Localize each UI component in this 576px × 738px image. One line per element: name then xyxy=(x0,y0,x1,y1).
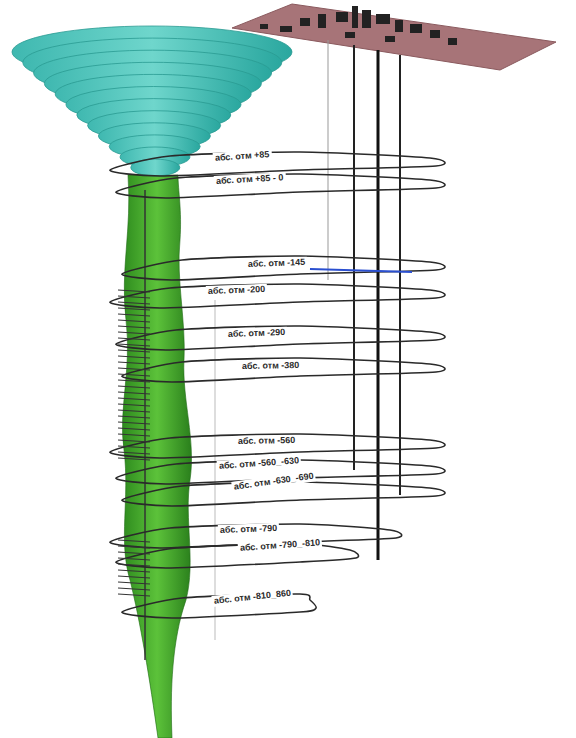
ramp-segment xyxy=(118,570,150,572)
level-drift-blue xyxy=(310,269,412,272)
ramp-segment xyxy=(118,398,150,400)
ramp-segment xyxy=(118,308,150,310)
ramp-segment xyxy=(118,458,150,460)
level-drift xyxy=(110,434,445,458)
level-drift xyxy=(122,358,445,382)
level-label: абс. отм -290 xyxy=(226,327,288,340)
ramp-segment xyxy=(118,404,150,406)
ramp-segment xyxy=(118,320,150,322)
ramp-segment xyxy=(118,350,150,352)
level-label: абс. отм -380 xyxy=(240,360,301,372)
ramp-segment xyxy=(118,440,150,442)
ramp-segment xyxy=(118,428,150,430)
ramp-segment xyxy=(118,594,150,596)
ramp-segment xyxy=(118,296,150,298)
buildings xyxy=(260,6,457,45)
open-pit xyxy=(12,26,292,176)
ramp-segment xyxy=(118,446,150,448)
level-drift xyxy=(122,256,445,280)
ramp-segment xyxy=(118,386,150,388)
ramp-segment xyxy=(118,410,150,412)
ramp-segment xyxy=(118,326,150,328)
ramp-segment xyxy=(118,374,150,376)
ramp-segment xyxy=(118,416,150,418)
ramp-segment xyxy=(118,380,150,382)
level-drift xyxy=(110,284,445,308)
ramp-segment xyxy=(118,558,150,560)
mine-levels xyxy=(110,152,445,618)
level-drift xyxy=(116,326,445,350)
level-label: абс. отм -790_-810 xyxy=(238,537,323,554)
ramp-segment xyxy=(118,302,150,304)
level-label: абс. отм +85 - 0 xyxy=(214,172,286,187)
ramp-segment xyxy=(118,356,150,358)
level-label: абс. отм -560 xyxy=(236,435,297,447)
ramp-segment xyxy=(118,452,150,454)
ramp-segment xyxy=(118,540,150,542)
ramp-segment xyxy=(118,362,150,364)
ramp-segment xyxy=(118,582,150,584)
ramp-segment xyxy=(118,332,150,334)
ramp-segment xyxy=(118,368,150,370)
level-label: абс. отм -200 xyxy=(206,284,268,297)
ramp-segment xyxy=(118,588,150,590)
ramp-segment xyxy=(118,392,150,394)
ramp-segment xyxy=(118,422,150,424)
level-label: абс. отм -560_-630 xyxy=(217,455,302,472)
ramp-segment xyxy=(118,552,150,554)
ramp-segment xyxy=(118,344,150,346)
ramp-segment xyxy=(118,546,150,548)
ramp-segment xyxy=(118,434,150,436)
ramp-segment xyxy=(118,564,150,566)
raises xyxy=(118,290,150,596)
level-label: абс. отм +85 xyxy=(213,149,272,164)
ramp-segment xyxy=(118,314,150,316)
ramp-segment xyxy=(118,338,150,340)
ramp-segment xyxy=(118,290,150,292)
level-label: абс. отм -790 xyxy=(218,523,280,536)
ramp-segment xyxy=(118,576,150,578)
level-label: абс. отм -630_-690 xyxy=(231,470,316,493)
level-label: абс. отм -810_860 xyxy=(211,588,293,607)
level-label: абс. отм -145 xyxy=(246,257,308,270)
